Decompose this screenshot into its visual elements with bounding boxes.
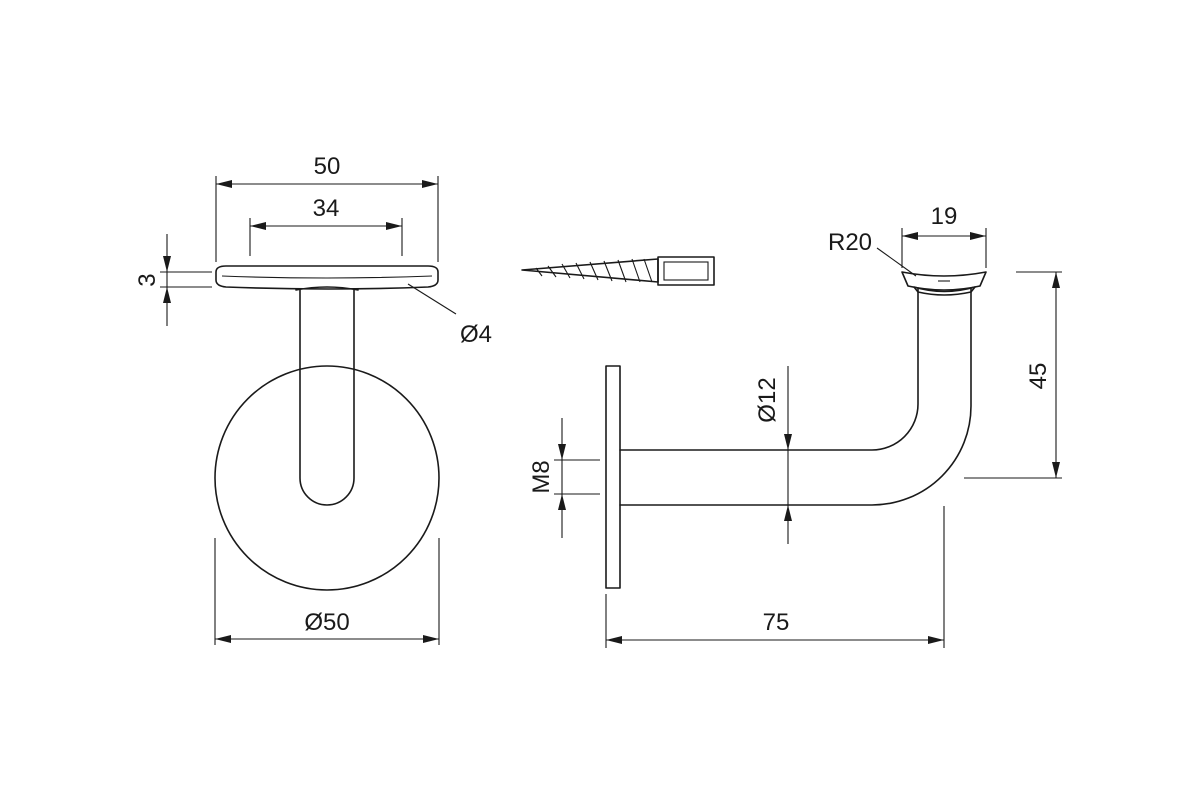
- wall-plate: [605, 365, 621, 589]
- stem: [299, 289, 355, 506]
- saddle-plate: [215, 265, 439, 290]
- dim-thread: M8: [528, 418, 600, 538]
- wood-screw: [521, 256, 715, 286]
- radius-leader: [876, 247, 917, 277]
- dim-saddle-width: 19: [901, 203, 987, 268]
- dim-label-thread: M8: [528, 460, 555, 493]
- dim-label-19: 19: [931, 203, 958, 230]
- dim-label-tube: Ø12: [754, 377, 781, 422]
- dim-label-3: 3: [134, 273, 161, 286]
- base-disc: [214, 365, 440, 591]
- dim-label-base: Ø50: [304, 609, 349, 636]
- dim-label-75: 75: [763, 609, 790, 636]
- dim-label-50: 50: [314, 153, 341, 180]
- side-view: [605, 247, 987, 589]
- front-view: [214, 265, 457, 591]
- tube-outer: [619, 287, 972, 506]
- dim-plate-width: 50: [215, 153, 439, 262]
- dim-projection: 75: [605, 506, 945, 648]
- dim-pad-width: 34: [249, 195, 403, 256]
- stem-collar: [295, 286, 359, 291]
- saddle-plate-inner: [221, 275, 433, 279]
- dim-base-diameter: Ø50: [214, 538, 440, 645]
- dim-tube-diameter: Ø12: [754, 366, 792, 544]
- dim-label-hole: Ø4: [460, 321, 492, 348]
- dim-label-45: 45: [1025, 363, 1052, 390]
- dim-label-radius: R20: [828, 229, 872, 256]
- tube-inner: [619, 287, 919, 451]
- dim-label-34: 34: [313, 195, 340, 222]
- saddle-neck: [913, 286, 976, 296]
- dim-height: 45: [964, 271, 1062, 479]
- saddle-side: [901, 271, 987, 291]
- dim-thickness: 3: [134, 234, 212, 326]
- hole-leader: [407, 283, 457, 315]
